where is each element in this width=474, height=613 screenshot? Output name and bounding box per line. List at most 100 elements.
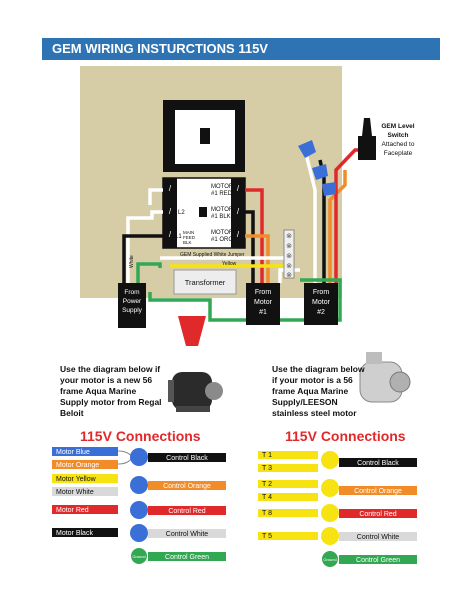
- label-motor1-red-b: #1 RED: [211, 191, 233, 197]
- motor2-label-c: #2: [317, 309, 325, 316]
- ground-terminal-strip: [283, 229, 295, 279]
- control-green-right: [339, 555, 417, 564]
- label-control-orange-right: Control Orange: [354, 488, 402, 495]
- label-main-feed-a: MAIN: [183, 230, 194, 235]
- wire-ground-bottom: [148, 278, 342, 322]
- label-control-white-left: Control White: [166, 531, 209, 538]
- svg-text:⊗: ⊗: [286, 272, 292, 279]
- level-switch-label-b: Switch: [388, 132, 409, 139]
- label-motor1-blk-a: MOTOR: [211, 207, 234, 213]
- left-connections: Motor Blue Motor Orange Motor Yellow Mot…: [52, 447, 226, 564]
- label-control-red-right: Control Red: [359, 511, 396, 518]
- control-orange-left: [148, 481, 226, 490]
- svg-text:/: /: [169, 184, 172, 193]
- svg-text:/: /: [237, 207, 240, 216]
- wire-motor-orange: [52, 460, 118, 469]
- wire-l2-white: [126, 210, 163, 283]
- wire-motor-blue: [52, 447, 118, 456]
- wire-t8: [258, 509, 318, 517]
- label-motor-blue: Motor Blue: [56, 449, 90, 456]
- motor2-label-b: Motor: [312, 299, 331, 306]
- wire-nut-left-2: [130, 476, 148, 494]
- label-t1: T 1: [262, 452, 272, 459]
- wire-motor2-white: [303, 149, 317, 283]
- wire-t2: [258, 480, 318, 488]
- transformer-label: Transformer: [185, 278, 226, 287]
- level-switch-label-a: GEM Level: [381, 123, 414, 130]
- wire-nut-left-3: [130, 501, 148, 519]
- label-t2: T 2: [262, 481, 272, 488]
- svg-text:/: /: [169, 207, 172, 216]
- label-control-black-right: Control Black: [357, 460, 399, 467]
- label-t5: T 5: [262, 533, 272, 540]
- wire-nut-right-3: [321, 504, 339, 522]
- svg-text:⊗: ⊗: [286, 243, 292, 250]
- motor1-box: [246, 283, 280, 325]
- wire-motor-black: [52, 528, 118, 537]
- ground-nut-left-label: Ground: [132, 554, 145, 559]
- right-note: Use the diagram below if your motor is a…: [272, 364, 365, 418]
- wire-t3: [258, 464, 318, 472]
- title-bar: GEM WIRING INSTURCTIONS 115V: [42, 38, 440, 60]
- power-supply-box: [118, 283, 146, 328]
- wire-nut-left-4: [130, 524, 148, 542]
- control-white-left: [148, 529, 226, 538]
- label-control-red-left: Control Red: [168, 508, 205, 515]
- label-l2: L2: [178, 210, 185, 216]
- ground-nut-right-label: Ground: [323, 557, 336, 562]
- wire-ground-left: [136, 262, 162, 283]
- label-motor-red: Motor Red: [56, 507, 89, 514]
- right-connections: T 1 T 3 T 2 T 4 T 8 T 5 Ground Control B…: [258, 451, 417, 567]
- label-white-vertical: White: [129, 255, 135, 268]
- wire-motor-white: [52, 487, 118, 496]
- svg-text:⊗: ⊗: [286, 263, 292, 270]
- motor1-label-b: Motor: [254, 299, 273, 306]
- label-l1: L1: [175, 234, 182, 240]
- ground-nut-left: [131, 548, 147, 564]
- motor-photo-regal-beloit: [168, 372, 223, 412]
- svg-text:/: /: [237, 184, 240, 193]
- wire-nut-red: [178, 316, 206, 346]
- motor2-label-a: From: [313, 289, 330, 296]
- left-section-title: 115V Connections: [80, 428, 201, 444]
- label-gem-jumper: GEM Supplied White Jumper: [180, 252, 245, 258]
- svg-text:⊗: ⊗: [286, 253, 292, 260]
- label-motor1-red-a: MOTOR: [211, 184, 234, 190]
- wire-motor-red: [52, 505, 118, 514]
- label-motor-yellow: Motor Yellow: [56, 476, 97, 483]
- control-red-right: [339, 509, 417, 518]
- level-switch-body: [358, 136, 376, 160]
- label-motor-orange: Motor Orange: [56, 462, 99, 469]
- motor-photo-leeson: [359, 352, 411, 403]
- motor1-label-a: From: [255, 289, 272, 296]
- label-control-white-right: Control White: [357, 534, 400, 541]
- motor2-box: [304, 283, 338, 325]
- label-control-black-left: Control Black: [166, 455, 208, 462]
- right-section-title: 115V Connections: [285, 428, 406, 444]
- control-white-right: [339, 532, 417, 541]
- wire-motor1-red: [245, 188, 264, 283]
- label-motor-black: Motor Black: [56, 530, 93, 537]
- control-green-left: [148, 552, 226, 561]
- control-red-left: [148, 506, 226, 515]
- label-motor1-org-b: #1 ORG: [211, 237, 233, 243]
- wire-nut-right-1: [321, 451, 339, 469]
- label-control-orange-left: Control Orange: [163, 483, 211, 490]
- label-control-green-right: Control Green: [356, 557, 400, 564]
- label-t4: T 4: [262, 494, 272, 501]
- transformer: [173, 269, 237, 295]
- svg-text:⊗: ⊗: [286, 233, 292, 240]
- control-black-left: [148, 453, 226, 462]
- level-switch-label-c: Attached to: [382, 141, 415, 148]
- power-supply-label-b: Power: [123, 298, 142, 305]
- level-switch-label-d: Faceplate: [384, 150, 413, 157]
- power-supply-label-c: Supply: [122, 307, 143, 314]
- page-title: GEM WIRING INSTURCTIONS 115V: [52, 41, 268, 56]
- svg-text:/: /: [237, 230, 240, 239]
- wire-jumper-top: [148, 188, 163, 205]
- motor1-label-c: #1: [259, 309, 267, 316]
- label-motor-white: Motor White: [56, 489, 94, 496]
- label-yellow: Yellow: [222, 261, 237, 267]
- wire-nut-blue-2: [312, 164, 328, 180]
